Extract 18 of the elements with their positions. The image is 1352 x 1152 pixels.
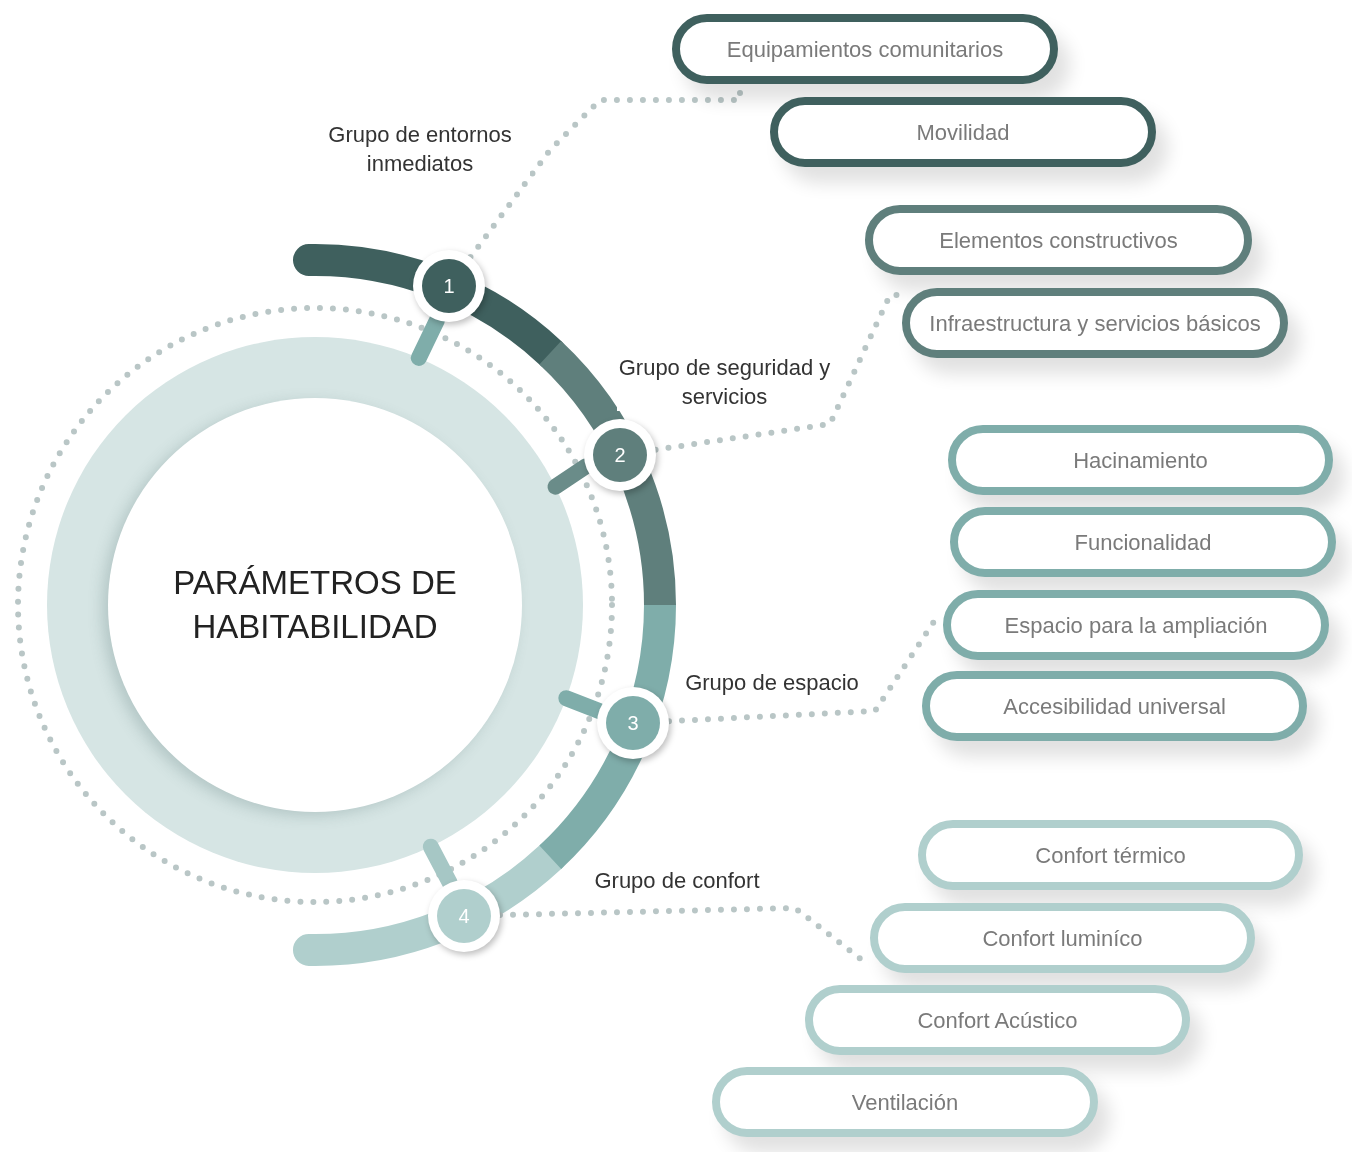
- pill-box: [902, 288, 1288, 358]
- item-label: Accesibilidad universal: [1003, 692, 1226, 721]
- step-number: 1: [443, 274, 455, 299]
- step-number: 4: [458, 904, 470, 929]
- center-title: PARÁMETROS DE HABITABILIDAD: [172, 563, 458, 647]
- step-number: 3: [627, 711, 639, 736]
- item-label: Confort luminíco: [982, 924, 1143, 953]
- item-label: Confort Acústico: [917, 1006, 1078, 1035]
- item-label: Equipamientos comunitarios: [726, 35, 1004, 64]
- item-label: Infraestructura y servicios básicos: [929, 309, 1261, 338]
- item-label: Elementos constructivos: [939, 226, 1178, 255]
- item-label: Confort térmico: [1035, 841, 1186, 870]
- item-label: Movilidad: [916, 118, 1010, 147]
- item-label: Ventilación: [851, 1088, 959, 1117]
- step-number: 2: [614, 443, 626, 468]
- item-label: Espacio para la ampliación: [1004, 611, 1268, 640]
- item-label: Funcionalidad: [1074, 528, 1212, 557]
- item-label: Hacinamiento: [1073, 446, 1208, 475]
